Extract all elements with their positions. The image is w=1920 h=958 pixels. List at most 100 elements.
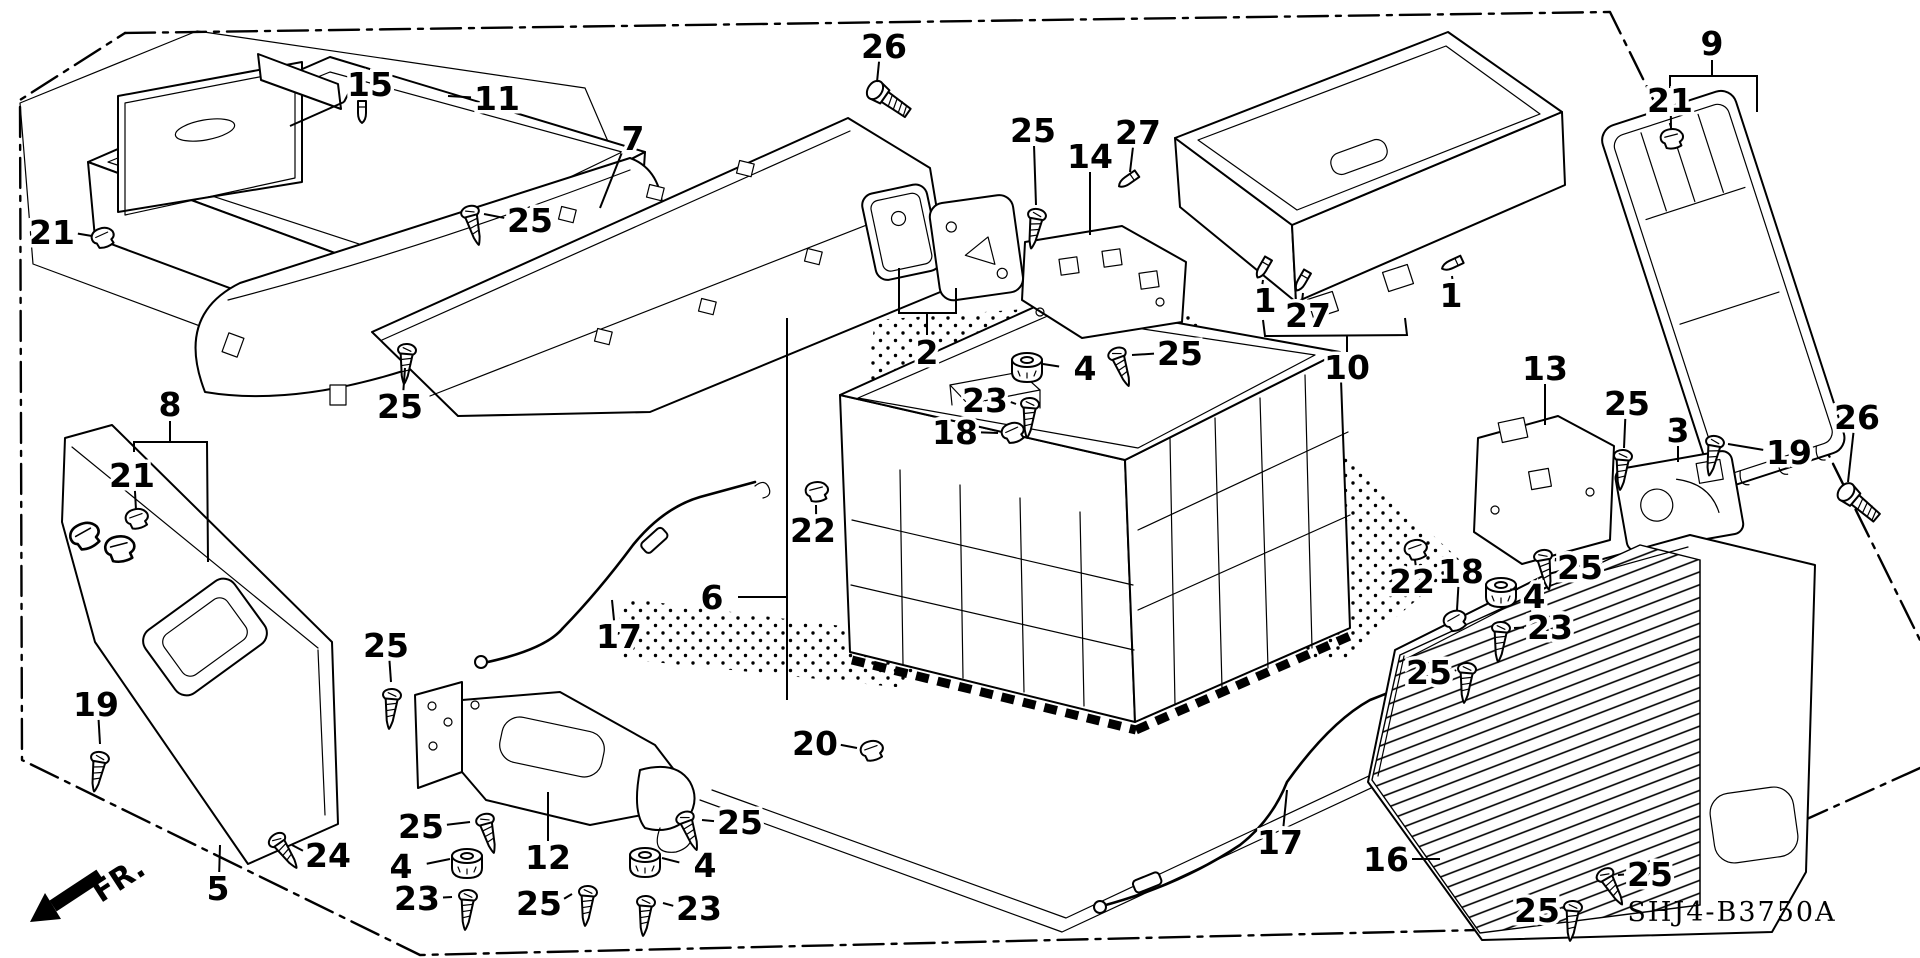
callout-25: 25	[1604, 384, 1650, 423]
screw-icon	[473, 810, 504, 857]
callout-25: 25	[1514, 891, 1560, 930]
callout-22: 22	[1389, 562, 1435, 601]
callout-13: 13	[1522, 349, 1568, 388]
callout-5: 5	[207, 869, 230, 908]
leader-line	[1456, 586, 1460, 611]
callout-brackets	[133, 60, 1758, 700]
grommet-icon	[629, 847, 661, 878]
leader-line	[77, 232, 93, 237]
screw-icon	[633, 894, 657, 938]
clip-icon	[803, 479, 831, 505]
callout-20: 20	[792, 724, 838, 763]
leader-line	[1042, 363, 1060, 368]
fr-direction-arrow: FR.	[30, 850, 152, 922]
leader-line	[1131, 352, 1155, 356]
part-14-bracket-plate	[1021, 225, 1187, 339]
leader-line	[599, 152, 623, 209]
callout-7: 7	[622, 119, 645, 158]
callout-26: 26	[1834, 398, 1880, 437]
leader-line	[1623, 418, 1627, 449]
callout-27: 27	[1285, 296, 1331, 335]
leader-line	[343, 92, 350, 103]
leader-line	[1261, 279, 1264, 285]
leader-line	[1414, 559, 1417, 566]
leader-line	[1033, 145, 1037, 206]
callout-22: 22	[790, 511, 836, 550]
part-16-rear-panel	[1367, 534, 1816, 941]
part-9-rear-lid	[1601, 89, 1846, 489]
part-7-side-panel	[371, 117, 951, 417]
callout-1: 1	[1440, 276, 1463, 315]
part-10-armrest	[1174, 31, 1566, 320]
callout-21: 21	[29, 213, 75, 252]
leader-line	[701, 819, 715, 823]
callout-23: 23	[394, 879, 440, 918]
leader-line	[402, 367, 406, 391]
pin-icon	[1439, 254, 1465, 274]
callout-23: 23	[1527, 608, 1573, 647]
callout-25: 25	[398, 807, 444, 846]
callout-19: 19	[1766, 433, 1812, 472]
leader-line	[662, 902, 674, 907]
callout-23: 23	[962, 381, 1008, 420]
callout-19: 19	[73, 685, 119, 724]
callout-25: 25	[363, 626, 409, 665]
part-6-console-box	[839, 299, 1352, 735]
callout-17: 17	[1257, 823, 1303, 862]
leader-line	[442, 896, 453, 899]
leader-line	[133, 490, 137, 511]
callout-4: 4	[694, 846, 717, 885]
callout-17: 17	[596, 617, 642, 656]
leader-line	[1301, 292, 1304, 300]
callout-26: 26	[861, 27, 907, 66]
callout-25: 25	[377, 387, 423, 426]
leader-line	[218, 844, 221, 873]
callout-18: 18	[932, 413, 978, 452]
callout-2: 2	[916, 333, 939, 372]
callout-12: 12	[525, 838, 571, 877]
screw-icon	[455, 888, 479, 932]
callout-15: 15	[347, 65, 393, 104]
callout-25: 25	[717, 803, 763, 842]
callout-4: 4	[390, 847, 413, 886]
callout-3: 3	[1667, 411, 1690, 450]
callout-9: 9	[1701, 24, 1724, 63]
leader-line	[388, 660, 392, 683]
part-13-bracket	[1473, 415, 1615, 565]
diagram-code: SHJ4-B3750A	[1627, 897, 1836, 928]
callout-6: 6	[701, 578, 724, 617]
bolt-icon	[1833, 478, 1885, 527]
leader-line	[1510, 588, 1519, 591]
callout-25: 25	[1406, 653, 1452, 692]
screw-icon	[84, 749, 111, 795]
callout-14: 14	[1067, 137, 1113, 176]
leader-line	[97, 719, 101, 745]
leader-line	[876, 61, 881, 83]
leader-line	[980, 431, 999, 434]
grommet-icon	[451, 848, 483, 879]
callout-25: 25	[1627, 855, 1673, 894]
grommet-icon	[1485, 577, 1517, 608]
leader-line	[661, 857, 680, 864]
sticker-blank	[257, 53, 342, 110]
leader-line	[1129, 147, 1134, 173]
leader-line	[1847, 432, 1855, 483]
callout-25: 25	[507, 201, 553, 240]
callout-4: 4	[1523, 577, 1546, 616]
callout-8: 8	[159, 385, 182, 424]
part-12-bracket	[414, 681, 696, 853]
callout-23: 23	[676, 889, 722, 928]
leader-line	[563, 893, 573, 900]
callout-16: 16	[1363, 840, 1409, 879]
callout-1: 1	[1254, 281, 1277, 320]
pin-icon	[357, 100, 367, 124]
bolt-icon	[862, 76, 915, 123]
leader-line	[1513, 626, 1525, 629]
leader-line	[483, 213, 505, 219]
callout-24: 24	[305, 836, 351, 875]
leader-line	[1727, 443, 1764, 451]
leader-line	[446, 821, 471, 826]
part-5-left-panel	[61, 424, 339, 865]
